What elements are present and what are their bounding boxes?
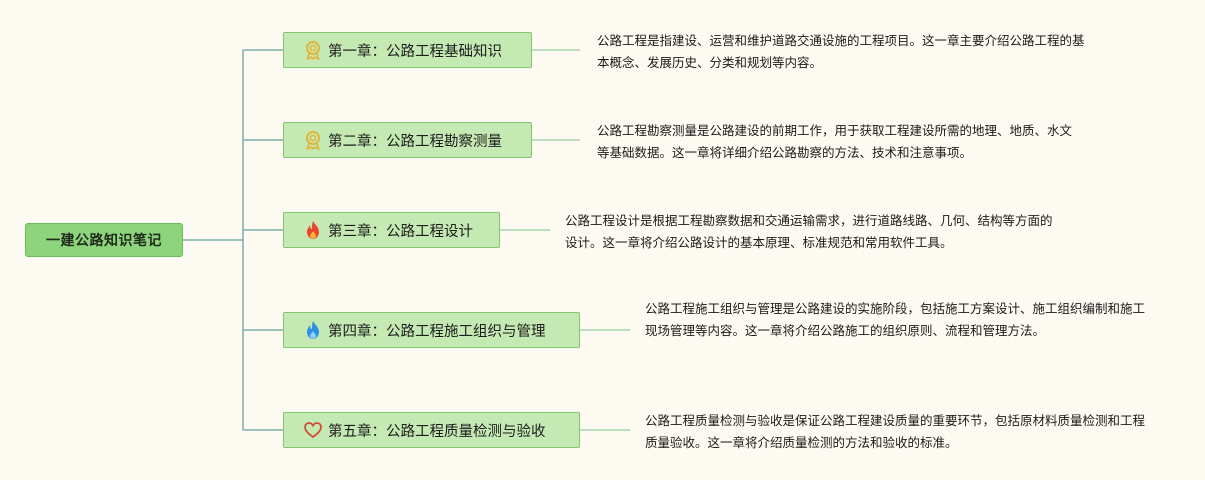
chapter-node-4[interactable]: 第四章：公路工程施工组织与管理 <box>283 312 580 348</box>
fire-icon <box>302 219 324 241</box>
chapter-desc-3: 公路工程设计是根据工程勘察数据和交通运输需求，进行道路线路、几何、结构等方面的设… <box>565 213 1053 250</box>
heart-icon <box>302 419 324 441</box>
chapter-node-1[interactable]: 第一章：公路工程基础知识 <box>283 32 532 68</box>
root-node[interactable]: 一建公路知识笔记 <box>25 223 183 257</box>
chapter-desc-5: 公路工程质量检测与验收是保证公路工程建设质量的重要环节，包括原材料质量检测和工程… <box>645 413 1146 450</box>
chapter-node-5[interactable]: 第五章：公路工程质量检测与验收 <box>283 412 580 448</box>
medal-icon <box>302 129 324 151</box>
chapter-desc-4: 公路工程施工组织与管理是公路建设的实施阶段，包括施工方案设计、施工组织编制和施工… <box>645 301 1146 338</box>
chapter-title-2: 第二章：公路工程勘察测量 <box>328 133 502 150</box>
medal-icon <box>302 39 324 61</box>
blue-flame-icon <box>302 319 324 341</box>
chapter-title-1: 第一章：公路工程基础知识 <box>328 43 502 60</box>
chapter-desc-2: 公路工程勘察测量是公路建设的前期工作，用于获取工程建设所需的地理、地质、水文等基… <box>597 123 1073 160</box>
chapter-title-3: 第三章：公路工程设计 <box>328 223 473 240</box>
chapter-node-2[interactable]: 第二章：公路工程勘察测量 <box>283 122 532 158</box>
chapter-node-3[interactable]: 第三章：公路工程设计 <box>283 212 500 248</box>
chapter-title-4: 第四章：公路工程施工组织与管理 <box>328 323 546 340</box>
chapter-desc-1: 公路工程是指建设、运营和维护道路交通设施的工程项目。这一章主要介绍公路工程的基本… <box>597 33 1085 70</box>
chapter-title-5: 第五章：公路工程质量检测与验收 <box>328 423 546 440</box>
